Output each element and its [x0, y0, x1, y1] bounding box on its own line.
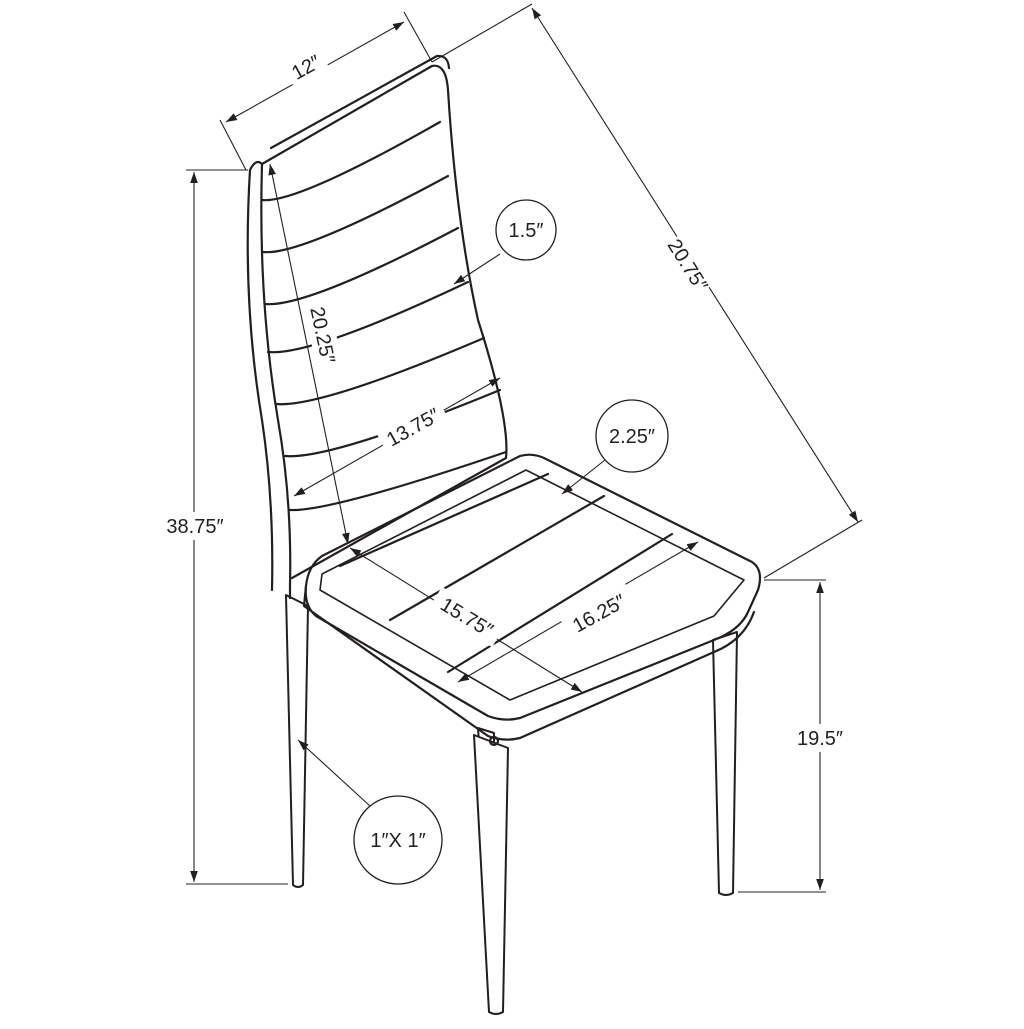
seat-inner-edge [319, 469, 745, 701]
ext-line [763, 519, 863, 579]
seat-thickness-callout-circle [595, 399, 669, 473]
front-left-leg [473, 734, 509, 1015]
chair-seat [302, 453, 762, 747]
seat-front-apron [302, 584, 756, 741]
chair-legs [285, 594, 738, 1015]
seat-width-label: 16.25″ [569, 590, 630, 637]
leg-size-callout-circle [353, 795, 443, 885]
back-padding-leader [453, 253, 501, 285]
ext-line [219, 119, 247, 171]
ext-line [431, 3, 533, 63]
front-right-leg [712, 631, 738, 896]
seat-depth-label: 15.75″ [436, 594, 496, 642]
seat-thickness-callout-label: 2.25″ [609, 426, 655, 448]
back-padding-callout-label: 1.5″ [509, 220, 544, 242]
leg-size-callout-label: 1″X 1″ [370, 830, 425, 852]
leg-size-leader [297, 739, 371, 807]
chair-backrest [246, 54, 508, 600]
backrest-side-edge [260, 162, 292, 587]
dimension-lines [186, 3, 863, 893]
back-left-leg [285, 594, 309, 888]
seat-screw [488, 735, 500, 747]
callouts: 1.5″ 2.25″ 1″X 1″ [297, 199, 669, 885]
back-inner-width-label: 13.75″ [383, 404, 444, 451]
seat-thickness-leader [561, 455, 611, 495]
back-padding-callout-circle [495, 199, 557, 261]
ext-line [403, 11, 433, 63]
backrest-outline [246, 64, 508, 592]
label-backgrounds [160, 44, 852, 752]
overall-height-label: 38.75″ [166, 516, 223, 538]
dimension-labels: 12″ 20.75″ 38.75″ 20.25″ 13.75″ 16.25″ 1… [166, 51, 843, 750]
seat-height-label: 19.5″ [797, 728, 843, 750]
